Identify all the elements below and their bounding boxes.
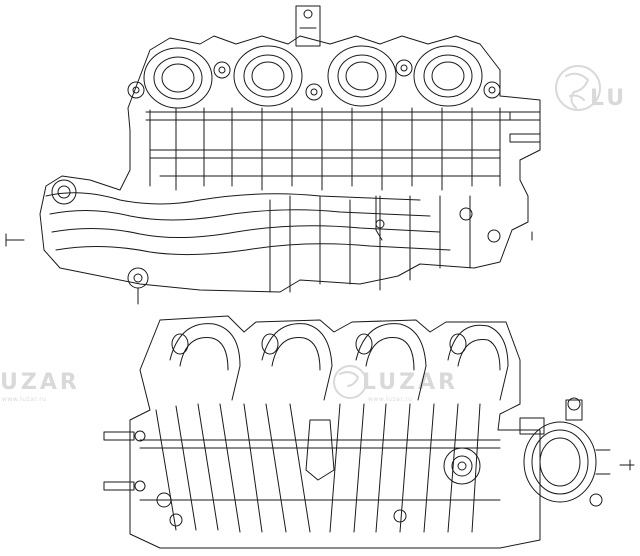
dimension-marker [5, 233, 25, 247]
dimension-marker-bottom [619, 459, 635, 471]
top-view [5, 5, 541, 305]
port-ring [233, 45, 303, 107]
port-ring [413, 45, 483, 107]
bolt-boss-group [127, 59, 501, 101]
port-ring [327, 45, 397, 107]
lower-rib-group [269, 195, 471, 293]
watermark-brand-mid-right: LUZAR [362, 370, 459, 395]
port-ring-group [143, 45, 483, 109]
inlet-cap [51, 179, 77, 205]
watermark-logo-icon [555, 65, 601, 111]
left-mount-group [103, 430, 172, 508]
inlet-tube [45, 192, 421, 205]
watermark-brand-top: LU [590, 86, 628, 111]
throttle-body [519, 397, 611, 507]
top-view-outline [39, 35, 541, 293]
diagonal-rib-group [139, 403, 501, 533]
watermark-subline-left: www.luzar.ru [2, 396, 47, 403]
sensor-boss [127, 267, 149, 289]
rib-group [145, 107, 511, 191]
port-ring [143, 47, 213, 109]
watermark-subline-right: www.luzar.ru [368, 396, 413, 403]
center-bracket [305, 419, 335, 481]
runner-group [169, 323, 509, 401]
bottom-view [103, 315, 635, 549]
watermark-logo-icon-mid [333, 365, 367, 399]
bottom-view-outline [129, 315, 541, 549]
flange-boss [443, 447, 481, 485]
watermark-brand-mid-left: UZAR [0, 370, 80, 395]
top-stud [295, 5, 321, 47]
